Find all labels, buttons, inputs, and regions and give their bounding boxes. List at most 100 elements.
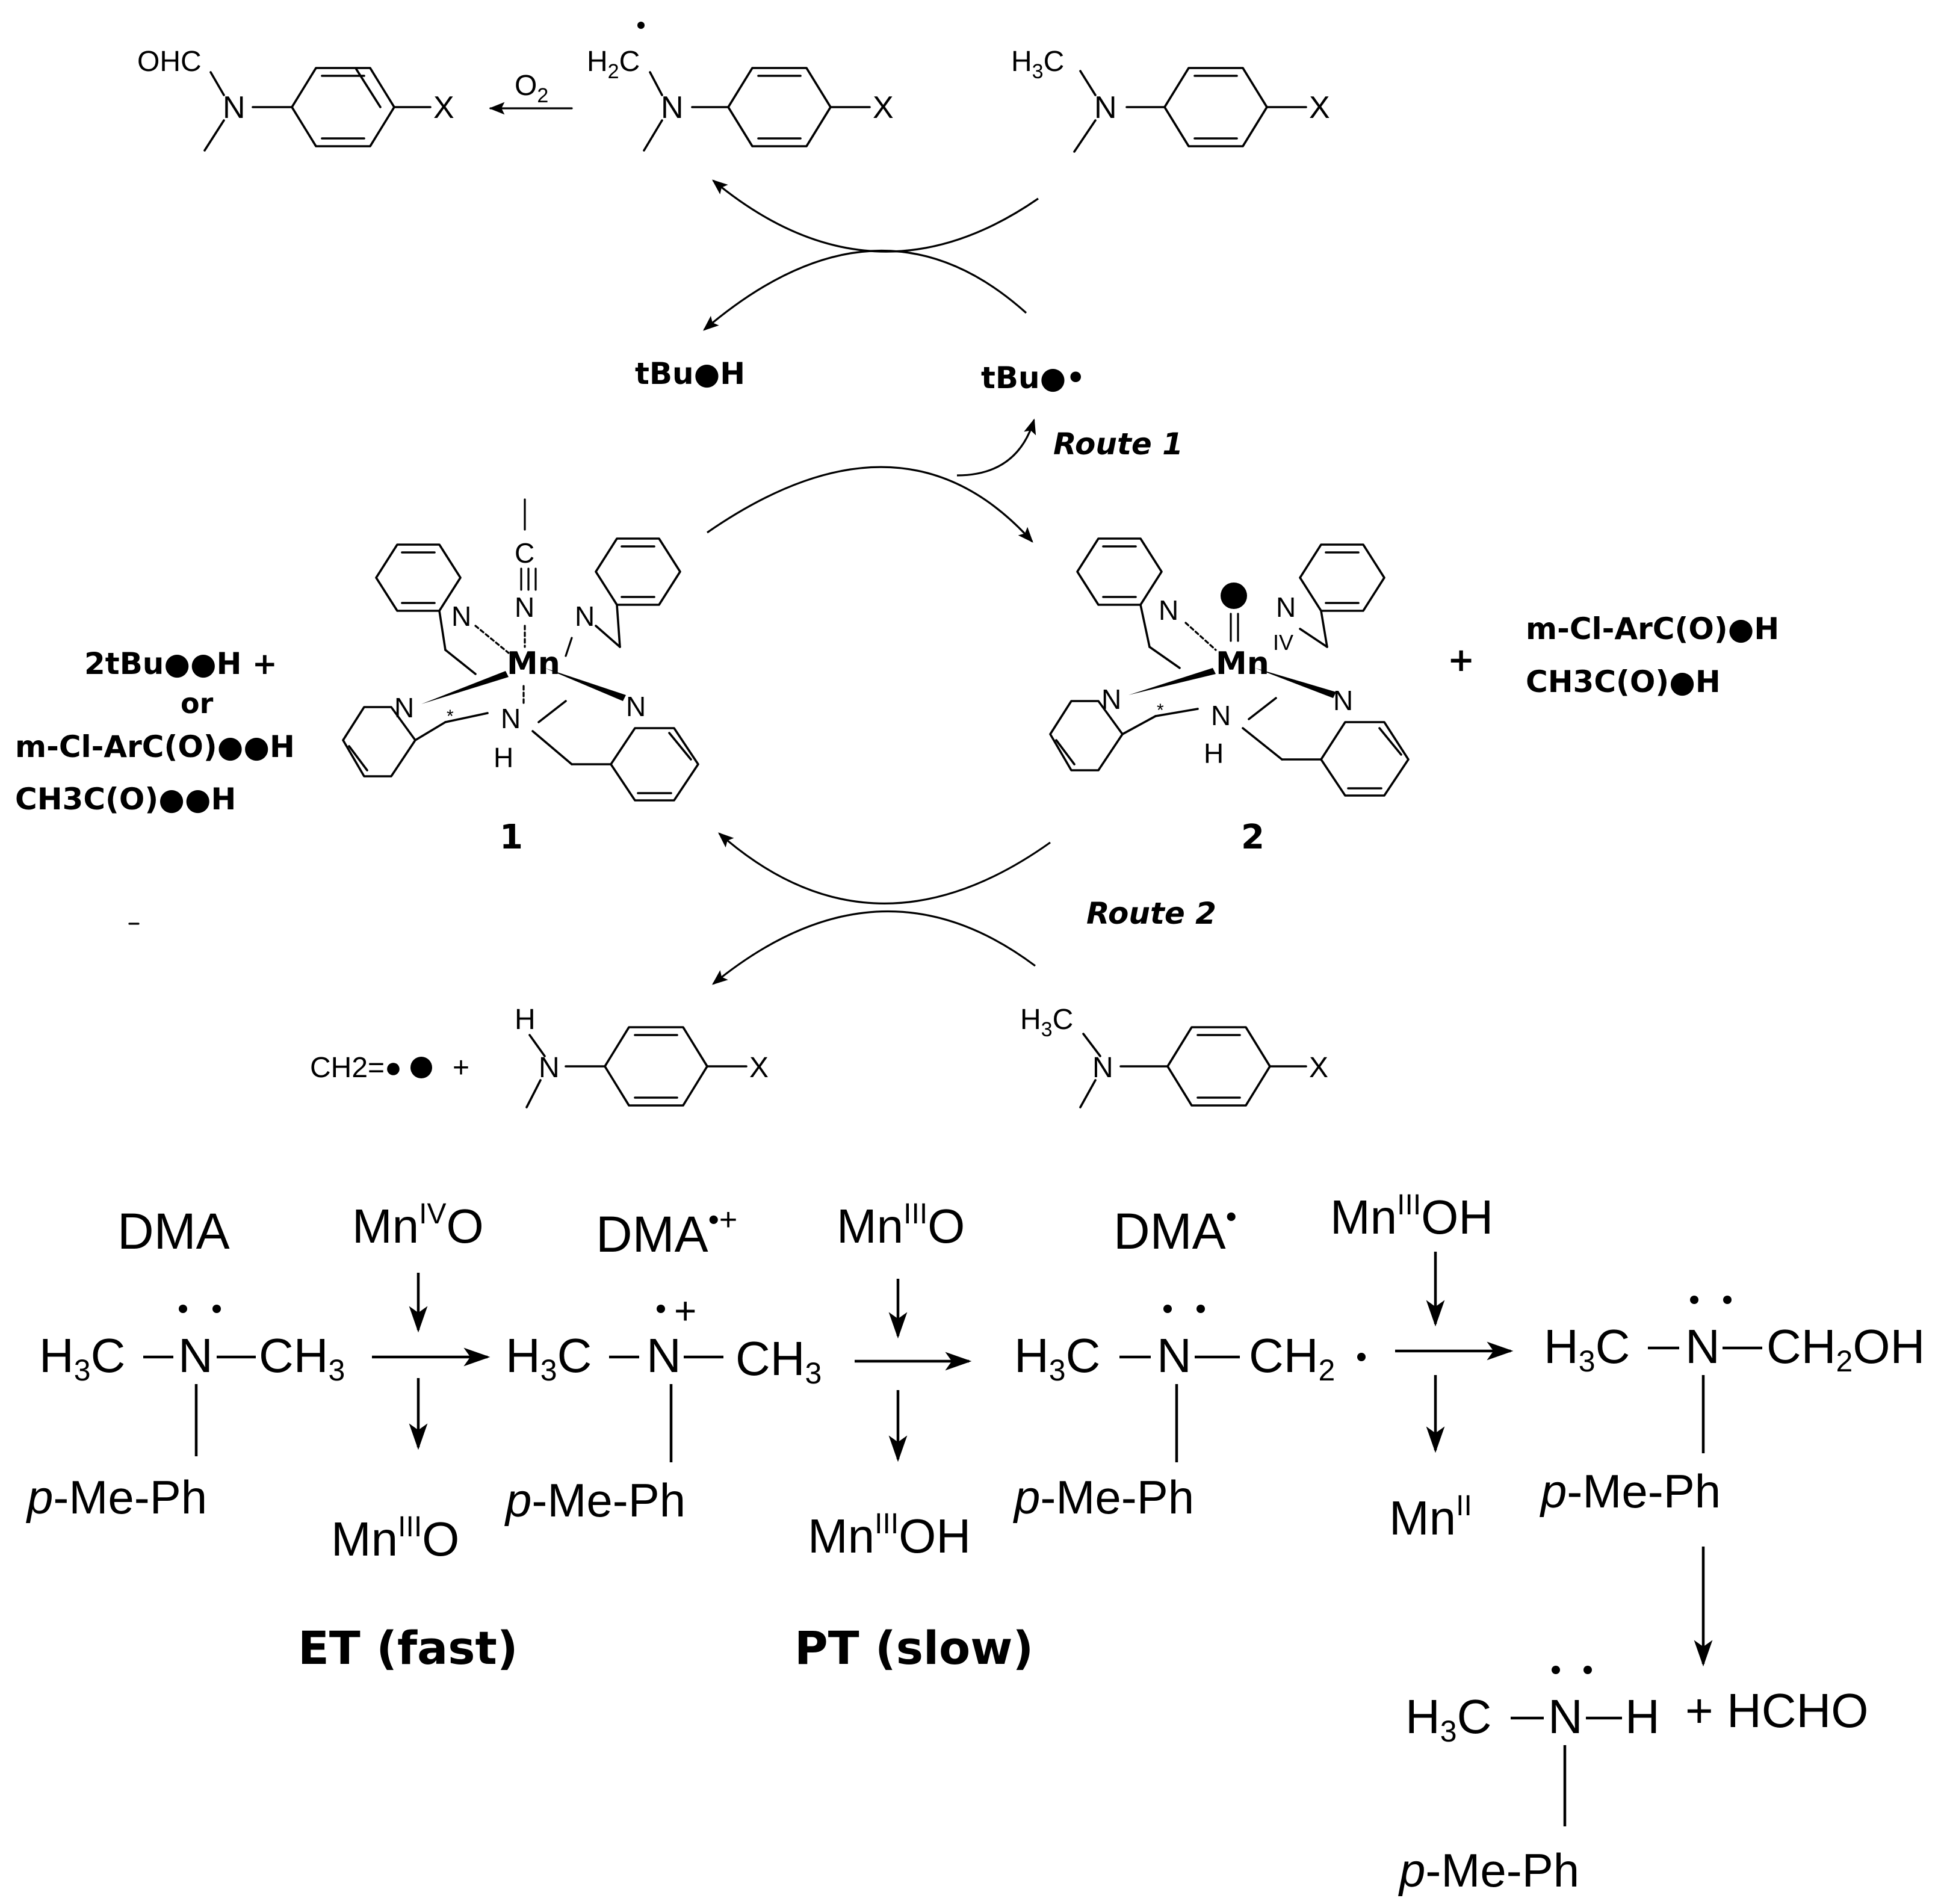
route1-branch-arrow xyxy=(956,418,1036,477)
below-mn3o: MnIIIO xyxy=(331,1511,459,1566)
chiral-star: * xyxy=(1157,700,1164,720)
formaldehyde-label: CH2=● xyxy=(310,1052,402,1084)
pyridine-n: N xyxy=(1159,595,1178,626)
step-pt: PT (slow) xyxy=(794,1621,1033,1675)
hydrogen-atom: H xyxy=(494,742,513,773)
complex-2: Mn IV N N N * N H N 2 xyxy=(1049,537,1410,857)
crossing-arrow-upper-1 xyxy=(711,179,1039,253)
methyl-left: H3C xyxy=(1544,1320,1630,1378)
n-atom: N xyxy=(1092,1052,1113,1084)
radical-dot xyxy=(1357,1353,1366,1361)
complex-1: Mn C N N N N * N H xyxy=(342,498,699,857)
hydrogen-atom: H xyxy=(515,1004,536,1036)
aryl-group: p-Me-Ph xyxy=(26,1471,207,1524)
route1-arrow xyxy=(707,466,1033,543)
benzene-ring xyxy=(1166,1026,1271,1107)
pyridine-ring xyxy=(1299,543,1385,612)
dma-radical-cation: H3C N + CH3 p-Me-Ph xyxy=(504,1289,822,1527)
substituent-x: X xyxy=(1309,1052,1328,1084)
mn-center-1: Mn xyxy=(507,646,560,682)
route2-label: Route 2 xyxy=(1086,896,1216,931)
pyridine-n: N xyxy=(1333,685,1353,716)
oxidant-peracetic: CH3C(O)●●H xyxy=(15,782,236,817)
hydrogen-atom: H xyxy=(1204,738,1224,769)
amine-n: N xyxy=(501,703,521,734)
complex-1-label: 1 xyxy=(500,818,523,857)
pyridine-ring xyxy=(1320,721,1410,797)
route1-label: Route 1 xyxy=(1053,427,1183,462)
hydroxymethyl-group: CH2OH xyxy=(1766,1320,1925,1378)
crossing-arrow-upper-2 xyxy=(703,250,1027,331)
n-dimethyl-aniline-bottom: H3C N X xyxy=(1020,1004,1328,1108)
pyridine-ring xyxy=(375,543,462,612)
header-dma-radical: DMA• xyxy=(1113,1199,1237,1260)
substituent-x: X xyxy=(749,1052,769,1084)
hydrogen-atom: H xyxy=(1625,1690,1660,1743)
n-atom: N xyxy=(539,1052,560,1084)
methyl-left: H3C xyxy=(1014,1329,1100,1387)
methyl-left: H3C xyxy=(1405,1690,1491,1748)
chiral-star: * xyxy=(447,706,454,726)
n-atom: N xyxy=(1094,90,1117,125)
benzene-ring xyxy=(291,67,395,147)
o2-label: O2 xyxy=(515,70,548,107)
demethylated-amine: H3C N H p-Me-Ph xyxy=(1398,1666,1660,1897)
oxidant-mcpba: m-Cl-ArC(O)●●H xyxy=(15,729,295,764)
aryl-group: p-Me-Ph xyxy=(1540,1465,1721,1518)
byproduct-plus: + xyxy=(1447,641,1475,679)
pyridine-ring xyxy=(610,727,699,802)
header-mn3o: MnIIIO xyxy=(837,1198,965,1253)
plus-charge: + xyxy=(674,1289,696,1332)
n-atom: N xyxy=(1685,1320,1720,1373)
crossing-arrow-lower-2 xyxy=(711,910,1036,985)
oxygen-dot xyxy=(410,1057,432,1078)
aryl-group: p-Me-Ph xyxy=(1013,1471,1194,1524)
tbuoh-label: tBu●H xyxy=(635,356,745,391)
n-atom: N xyxy=(661,90,684,125)
methyl-right: CH3 xyxy=(259,1329,345,1387)
header-dma-cation: DMA•+ xyxy=(596,1202,737,1263)
n-atom: N xyxy=(178,1329,213,1382)
oxidant-or: or xyxy=(181,687,214,720)
substituent-x: X xyxy=(1309,90,1330,125)
pyridine-n: N xyxy=(394,692,414,723)
formyl-group: OHC xyxy=(137,46,202,78)
n-atom: N xyxy=(646,1329,681,1382)
methyl-group: H3C xyxy=(1020,1004,1073,1041)
substituent-x: X xyxy=(433,90,454,125)
methyl-left: H3C xyxy=(39,1329,125,1387)
below-mn2: MnII xyxy=(1389,1490,1472,1545)
oxo-ligand xyxy=(1221,583,1247,609)
byproduct-acid-2: CH3C(O)●H xyxy=(1526,664,1721,699)
acetonitrile-n: N xyxy=(515,592,534,623)
amine-n: N xyxy=(1211,700,1231,731)
mn-center-2: Mn xyxy=(1216,646,1269,682)
methylene-radical: CH2 xyxy=(1249,1329,1335,1387)
pyridine-n: N xyxy=(451,601,471,632)
tbuo-radical-label: tBu●• xyxy=(981,360,1085,395)
benzene-ring xyxy=(727,67,832,147)
pyridine-ring xyxy=(1076,537,1163,606)
pyridine-n: N xyxy=(626,691,646,722)
n-atom: N xyxy=(1548,1690,1583,1743)
formaldehyde-product: + HCHO xyxy=(1685,1684,1869,1737)
n-atom: N xyxy=(223,90,246,125)
plus-sign: + xyxy=(453,1052,469,1084)
radical-dot xyxy=(637,22,645,29)
byproduct-acid-1: m-Cl-ArC(O)●H xyxy=(1526,611,1779,646)
pyridine-n: N xyxy=(1276,592,1296,623)
methylene-radical: H2C xyxy=(587,46,640,83)
dma-radical: H3C N CH2 p-Me-Ph xyxy=(1013,1305,1366,1524)
methyl-left: H3C xyxy=(506,1329,592,1387)
aryl-group: p-Me-Ph xyxy=(1398,1844,1579,1897)
oxidant-tbuooh: 2tBu●●H + xyxy=(84,646,277,681)
acetonitrile-c: C xyxy=(515,537,534,569)
benzene-ring xyxy=(1163,67,1268,147)
header-mn3oh: MnIIIOH xyxy=(1330,1189,1493,1244)
n-methyl-aniline-demethylated: H N X xyxy=(515,1004,769,1108)
crossing-arrow-lower-1 xyxy=(718,832,1051,904)
methyl-group: H3C xyxy=(1011,46,1064,83)
n-atom: N xyxy=(1157,1329,1192,1382)
benzene-ring xyxy=(604,1026,708,1107)
